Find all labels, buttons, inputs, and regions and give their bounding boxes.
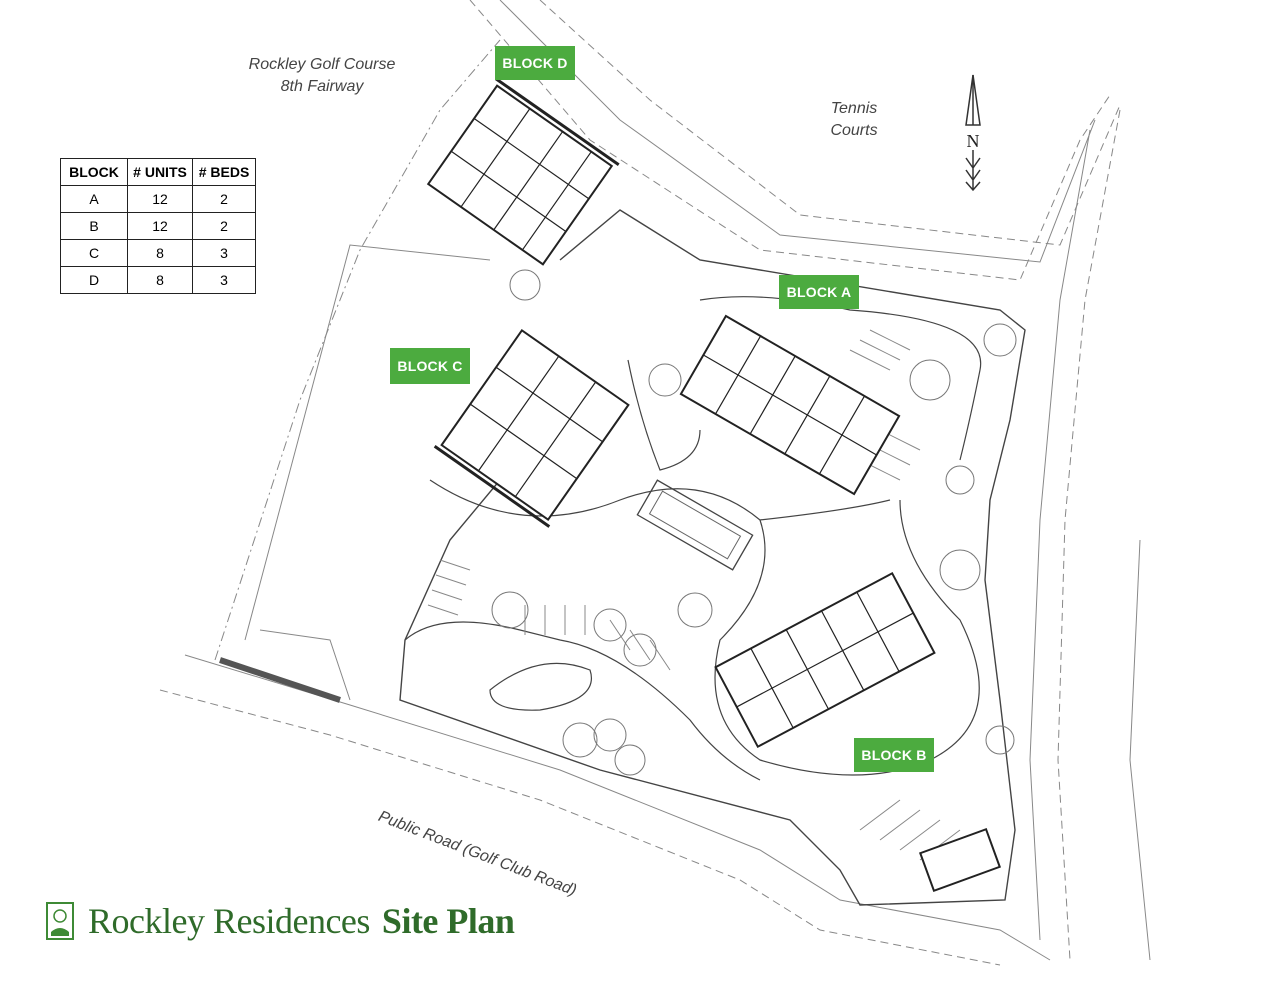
rockley-logo-icon <box>46 902 74 940</box>
brand-title: Rockley Residences Site Plan <box>46 900 515 942</box>
table-row: C 8 3 <box>60 239 256 267</box>
brand-subtitle: Site Plan <box>381 901 515 941</box>
tennis-line-2: Courts <box>830 122 878 139</box>
table-cell: 8 <box>127 239 193 267</box>
table-header-row: BLOCK # UNITS # BEDS <box>60 158 256 186</box>
table-cell: 2 <box>192 212 256 240</box>
block-a-tag: BLOCK A <box>779 275 859 309</box>
table-header-cell: # BEDS <box>192 158 256 186</box>
table-row: D 8 3 <box>60 266 256 294</box>
table-header-cell: BLOCK <box>60 158 128 186</box>
tennis-courts-label: Tennis Courts <box>812 98 896 142</box>
table-cell: 12 <box>127 212 193 240</box>
golf-course-line-2: 8th Fairway <box>280 78 364 95</box>
north-label: N <box>967 131 980 151</box>
golf-course-line-1: Rockley Golf Course <box>248 56 396 73</box>
table-cell: D <box>60 266 128 294</box>
table-cell: A <box>60 185 128 213</box>
tennis-line-1: Tennis <box>830 100 878 117</box>
north-arrow-icon <box>965 74 981 192</box>
table-cell: 8 <box>127 266 193 294</box>
block-d-tag: BLOCK D <box>495 46 575 80</box>
table-cell: B <box>60 212 128 240</box>
table-cell: 2 <box>192 185 256 213</box>
table-cell: 12 <box>127 185 193 213</box>
table-cell: C <box>60 239 128 267</box>
block-c-tag: BLOCK C <box>390 348 470 384</box>
table-row: A 12 2 <box>60 185 256 213</box>
brand-name: Rockley Residences <box>88 901 370 941</box>
unit-summary-table: BLOCK # UNITS # BEDS A 12 2 B 12 2 C 8 3… <box>60 158 256 294</box>
table-cell: 3 <box>192 266 256 294</box>
table-header-cell: # UNITS <box>127 158 193 186</box>
golf-course-label: Rockley Golf Course 8th Fairway <box>242 54 402 98</box>
table-row: B 12 2 <box>60 212 256 240</box>
block-b-tag: BLOCK B <box>854 738 934 772</box>
table-cell: 3 <box>192 239 256 267</box>
